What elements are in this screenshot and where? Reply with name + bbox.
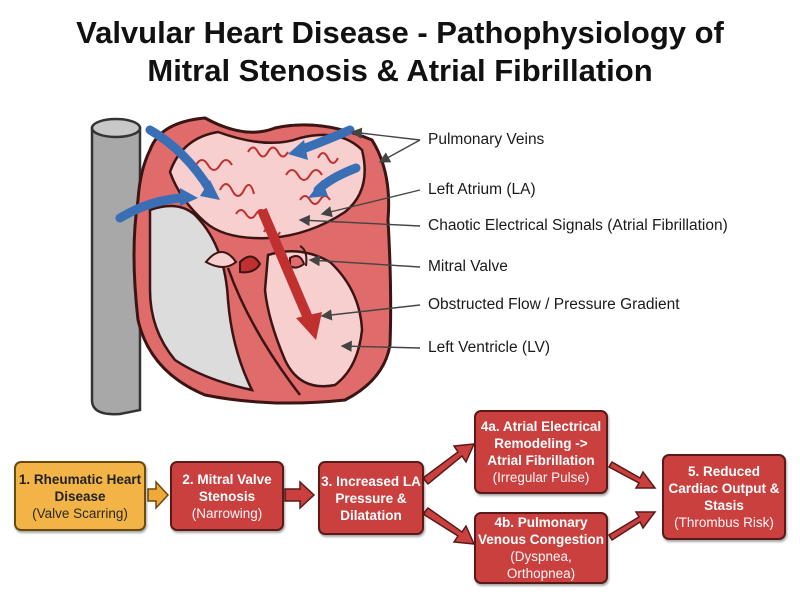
flow-step-3-title: 3. Increased LA Pressure & Dilatation: [321, 473, 421, 523]
label-left-atrium: Left Atrium (LA): [428, 181, 536, 198]
flow-step-4b-subtitle: (Dyspnea, Orthopnea): [506, 549, 576, 581]
flow-step-1-subtitle: (Valve Scarring): [32, 505, 128, 521]
flow-step-4a-atrial-fibrillation: 4a. Atrial Electrical Remodeling -> Atri…: [474, 410, 608, 494]
flow-step-4b-pulmonary-congestion: 4b. Pulmonary Venous Congestion (Dyspnea…: [474, 512, 608, 584]
flow-step-1-rheumatic-heart-disease: 1. Rheumatic Heart Disease (Valve Scarri…: [14, 461, 146, 531]
flow-step-5-subtitle: (Thrombus Risk): [674, 515, 774, 530]
label-leaders: [298, 127, 421, 352]
label-pulmonary-veins: Pulmonary Veins: [428, 131, 545, 148]
flow-step-1-title: 1. Rheumatic Heart Disease: [18, 471, 142, 504]
obstructed-flow-arrow: [257, 208, 322, 340]
great-vessel: [90, 117, 142, 416]
pulmonary-vein-arrows: [115, 125, 361, 223]
flow-step-2-mitral-valve-stenosis: 2. Mitral Valve Stenosis (Narrowing): [170, 461, 284, 531]
right-chambers: [148, 204, 255, 392]
label-chaotic-signals: Chaotic Electrical Signals (Atrial Fibri…: [428, 217, 728, 234]
flow-step-4b-title: 4b. Pulmonary Venous Congestion: [477, 515, 604, 547]
left-atrium: [168, 130, 366, 240]
label-mitral-valve: Mitral Valve: [428, 258, 508, 275]
mitral-valve: [204, 245, 308, 274]
title-line-2: Mitral Stenosis & Atrial Fibrillation: [147, 53, 653, 88]
flow-step-5-reduced-cardiac-output: 5. Reduced Cardiac Output & Stasis (Thro…: [662, 454, 786, 540]
label-obstructed-flow: Obstructed Flow / Pressure Gradient: [428, 296, 680, 313]
flow-step-3-increased-la-pressure: 3. Increased LA Pressure & Dilatation: [318, 461, 424, 535]
flow-step-4a-title: 4a. Atrial Electrical Remodeling -> Atri…: [480, 419, 602, 468]
flow-step-5-title: 5. Reduced Cardiac Output & Stasis: [668, 464, 780, 513]
flow-step-2-subtitle: (Narrowing): [191, 505, 263, 521]
label-left-ventricle: Left Ventricle (LV): [428, 339, 551, 356]
flow-step-2-title: 2. Mitral Valve Stenosis: [182, 471, 272, 504]
septum: [226, 267, 301, 396]
flow-step-4a-subtitle: (Irregular Pulse): [492, 470, 590, 485]
title-line-1: Valvular Heart Disease - Pathophysiology…: [76, 15, 724, 50]
diagram-title: Valvular Heart Disease - Pathophysiology…: [0, 14, 800, 90]
